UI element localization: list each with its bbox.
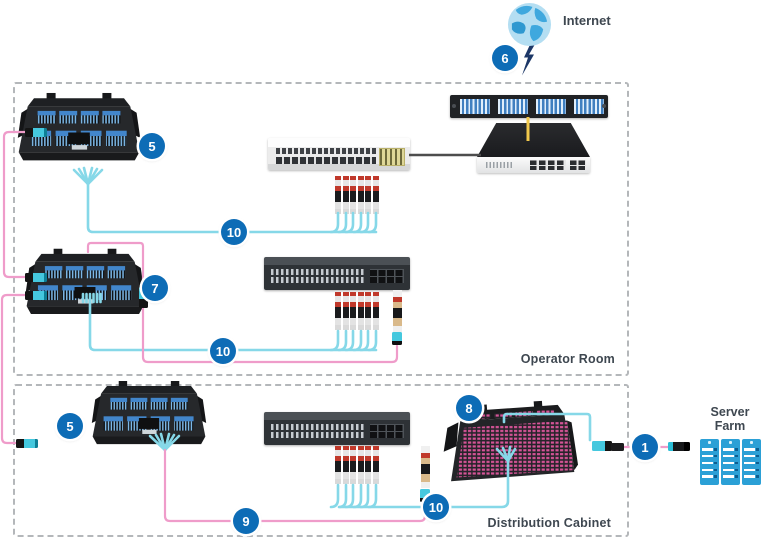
internet-globe-icon [506,2,553,47]
mpo-connector-icon [611,443,624,451]
switch-uplink-module [379,148,405,166]
mpo-connector-icon [25,291,47,300]
step-badge-7: 7 [142,275,168,301]
mpo-connector-icon [392,332,402,345]
router-grill [486,162,512,168]
step-badge-8: 8 [456,395,482,421]
mpo-connector-icon [592,441,612,451]
access-switch-operator [264,257,410,290]
mpo-connector-icon [25,273,47,282]
patch-port-group [536,99,566,114]
step-badge-6: 6 [492,45,518,71]
patch-port-group [460,99,490,114]
sfp-transceivers-group-2 [335,292,379,330]
qsfp-breakout-distribution [421,446,430,488]
switch-ports-row [271,424,364,430]
rack-patch-panel [450,95,608,118]
distribution-cabinet-box: Distribution Cabinet [13,384,629,537]
router-top [477,123,590,157]
router-ethernet-ports [530,160,566,170]
switch-qsfp-ports [370,424,404,438]
step-badge-10-bottom: 10 [423,494,449,520]
mpo-connector-icon [16,439,38,448]
internet-label: Internet [563,13,611,28]
switch-ports-row [271,432,364,438]
step-badge-10-top: 10 [221,219,247,245]
fiber-enclosure-bottom [90,381,208,455]
patch-port-group [498,99,528,114]
router-extra-ports [570,160,586,170]
access-switch-distribution [264,412,410,445]
step-badge-1: 1 [632,434,658,460]
router-front [477,157,590,173]
server-rack [741,439,761,485]
sfp-transceivers-group-3 [335,446,379,484]
core-switch-silver [268,138,410,170]
qsfp-breakout-operator [393,290,402,332]
switch-qsfp-ports [370,269,404,283]
switch-ports-row [271,269,364,275]
gateway-router [477,123,590,173]
server-rack [699,439,719,485]
lightning-bolt-icon [521,42,537,79]
server-farm: Server Farm [695,405,765,485]
step-badge-5-top: 5 [139,133,165,159]
mpo-connector-icon [139,287,148,308]
sfp-transceivers-group-1 [335,176,379,214]
switch-ports-row [276,148,376,154]
fiber-enclosure-middle [24,246,146,328]
switch-ports-row [271,277,364,283]
mpo-connector-icon [668,442,690,451]
mpo-connector-icon [25,128,47,137]
distribution-cabinet-label: Distribution Cabinet [487,516,611,530]
server-rack [720,439,740,485]
step-badge-10-mid: 10 [210,338,236,364]
server-racks [695,439,765,485]
patch-port-group [574,99,604,114]
switch-ports-row [276,157,376,164]
step-badge-9: 9 [233,508,259,534]
operator-room-label: Operator Room [520,352,615,366]
server-farm-label: Server Farm [710,405,750,433]
step-badge-5-bottom: 5 [57,413,83,439]
